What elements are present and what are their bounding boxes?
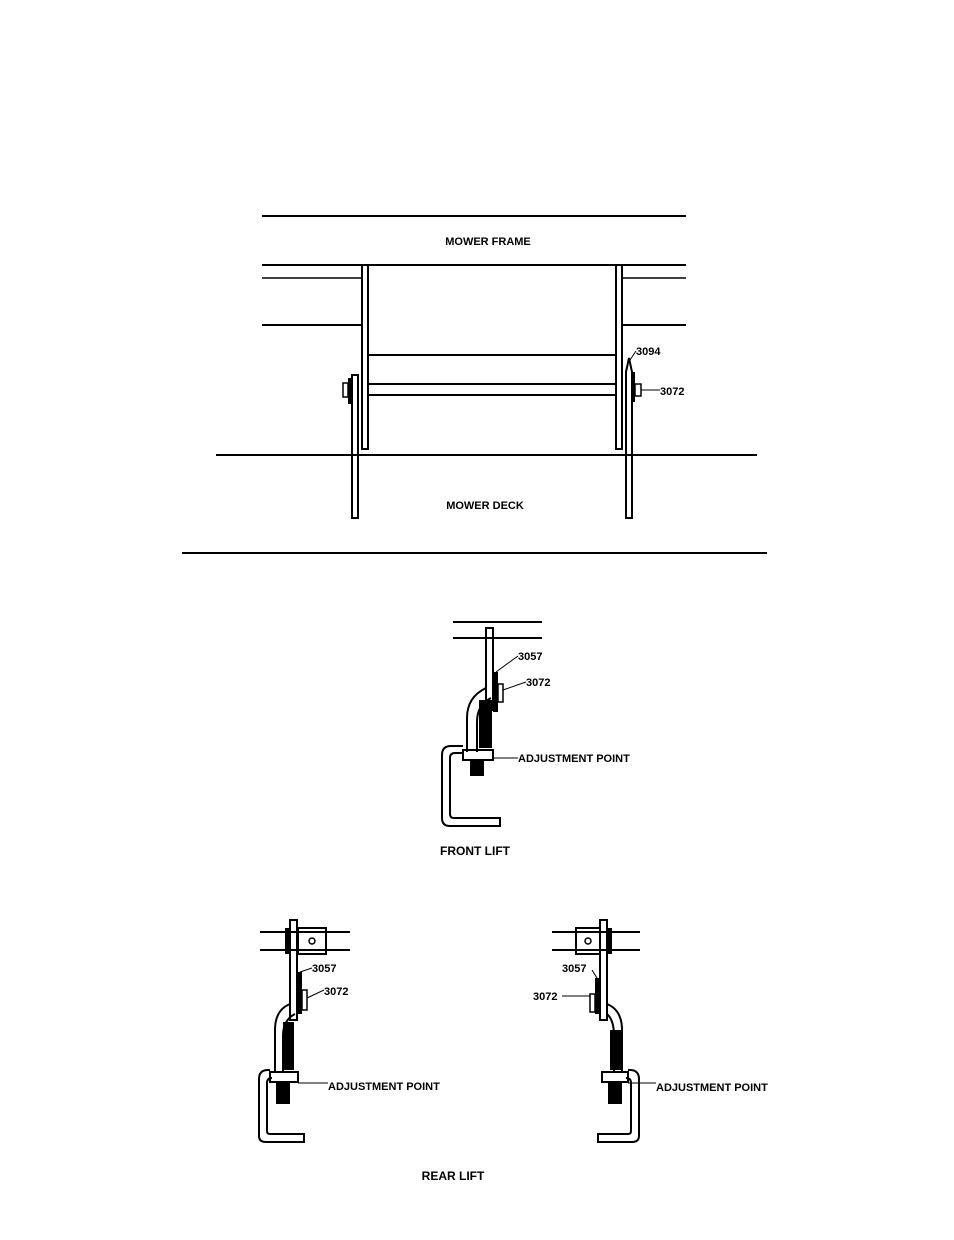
left-bushing bbox=[348, 378, 351, 404]
rear-left-nut bbox=[301, 989, 308, 1011]
rear-left-callout-3057: 3057 bbox=[312, 963, 336, 975]
rear-left-plate bbox=[289, 919, 298, 1021]
rear-right-rod-outer bbox=[606, 1003, 623, 1072]
rear-right-pivot-hole bbox=[584, 937, 592, 945]
rear-left-pivot-block bbox=[297, 927, 327, 955]
rear-right-plate bbox=[599, 919, 608, 1021]
top-view: 3094 3072 MOWER FRAME MOWER DECK bbox=[182, 215, 767, 554]
front-callout-3072: 3072 bbox=[526, 677, 550, 689]
callout-3094-leader bbox=[629, 350, 637, 361]
left-lift-arm bbox=[351, 374, 359, 519]
rear-left-pivot-hole bbox=[308, 937, 316, 945]
rear-lift-right: 3057 3072 ADJUSTMENT POINT bbox=[533, 919, 768, 1143]
front-3072-leader bbox=[502, 681, 527, 691]
rear-left-adjust-stud bbox=[276, 1082, 290, 1104]
rear-left-3057-leader bbox=[299, 967, 313, 973]
front-j-hook bbox=[441, 745, 501, 827]
rear-left-pivot-bushing bbox=[285, 928, 290, 954]
rear-left-adjust-nut bbox=[269, 1071, 299, 1083]
callout-3072: 3072 bbox=[660, 386, 684, 398]
right-frame-plate bbox=[615, 264, 623, 450]
front-bushing bbox=[493, 672, 498, 712]
front-adjustment-label: ADJUSTMENT POINT bbox=[518, 753, 630, 765]
mower-deck-label: MOWER DECK bbox=[446, 500, 524, 512]
front-lift-caption: FRONT LIFT bbox=[440, 844, 511, 858]
front-adjust-stud bbox=[470, 760, 484, 776]
front-callout-3057: 3057 bbox=[518, 651, 542, 663]
right-lift-arm bbox=[625, 357, 633, 519]
rear-right-pivot-bushing bbox=[607, 928, 612, 954]
rear-right-adjustment-label: ADJUSTMENT POINT bbox=[656, 1082, 768, 1094]
callout-3094: 3094 bbox=[636, 346, 661, 358]
rear-right-bushing bbox=[595, 978, 600, 1014]
front-thread bbox=[479, 700, 492, 748]
rear-left-rod-outer bbox=[274, 1003, 291, 1072]
rear-right-j-hook bbox=[597, 1069, 640, 1143]
left-nut bbox=[342, 382, 349, 398]
rear-left-j-hook bbox=[258, 1069, 305, 1143]
rear-right-callout-3072: 3072 bbox=[533, 991, 557, 1003]
rear-left-bushing bbox=[297, 972, 302, 1014]
right-bushing bbox=[632, 372, 635, 402]
rear-right-pivot-block bbox=[575, 927, 601, 955]
rear-lift-left: 3057 3072 ADJUSTMENT POINT bbox=[258, 919, 440, 1143]
front-nut bbox=[497, 683, 504, 703]
front-3057-leader bbox=[495, 655, 519, 673]
right-nut bbox=[634, 383, 642, 397]
rear-left-3072-leader bbox=[306, 989, 325, 999]
left-frame-plate bbox=[361, 264, 369, 450]
rear-left-callout-3072: 3072 bbox=[324, 986, 348, 998]
front-rod-outer bbox=[466, 687, 487, 752]
rear-right-thread bbox=[610, 1030, 622, 1070]
rear-right-nut bbox=[589, 993, 596, 1013]
rear-right-adjust-stud bbox=[608, 1082, 622, 1104]
front-lift: 3057 3072 ADJUSTMENT POINT FRONT LIFT bbox=[440, 621, 630, 858]
mower-frame-label: MOWER FRAME bbox=[445, 236, 531, 248]
rear-left-adjustment-label: ADJUSTMENT POINT bbox=[328, 1081, 440, 1093]
rear-lift-caption: REAR LIFT bbox=[422, 1169, 485, 1183]
rear-left-thread bbox=[283, 1022, 294, 1070]
rear-right-adjust-nut bbox=[601, 1071, 629, 1083]
rear-right-callout-3057: 3057 bbox=[562, 963, 586, 975]
rear-right-3057-leader bbox=[591, 969, 598, 979]
